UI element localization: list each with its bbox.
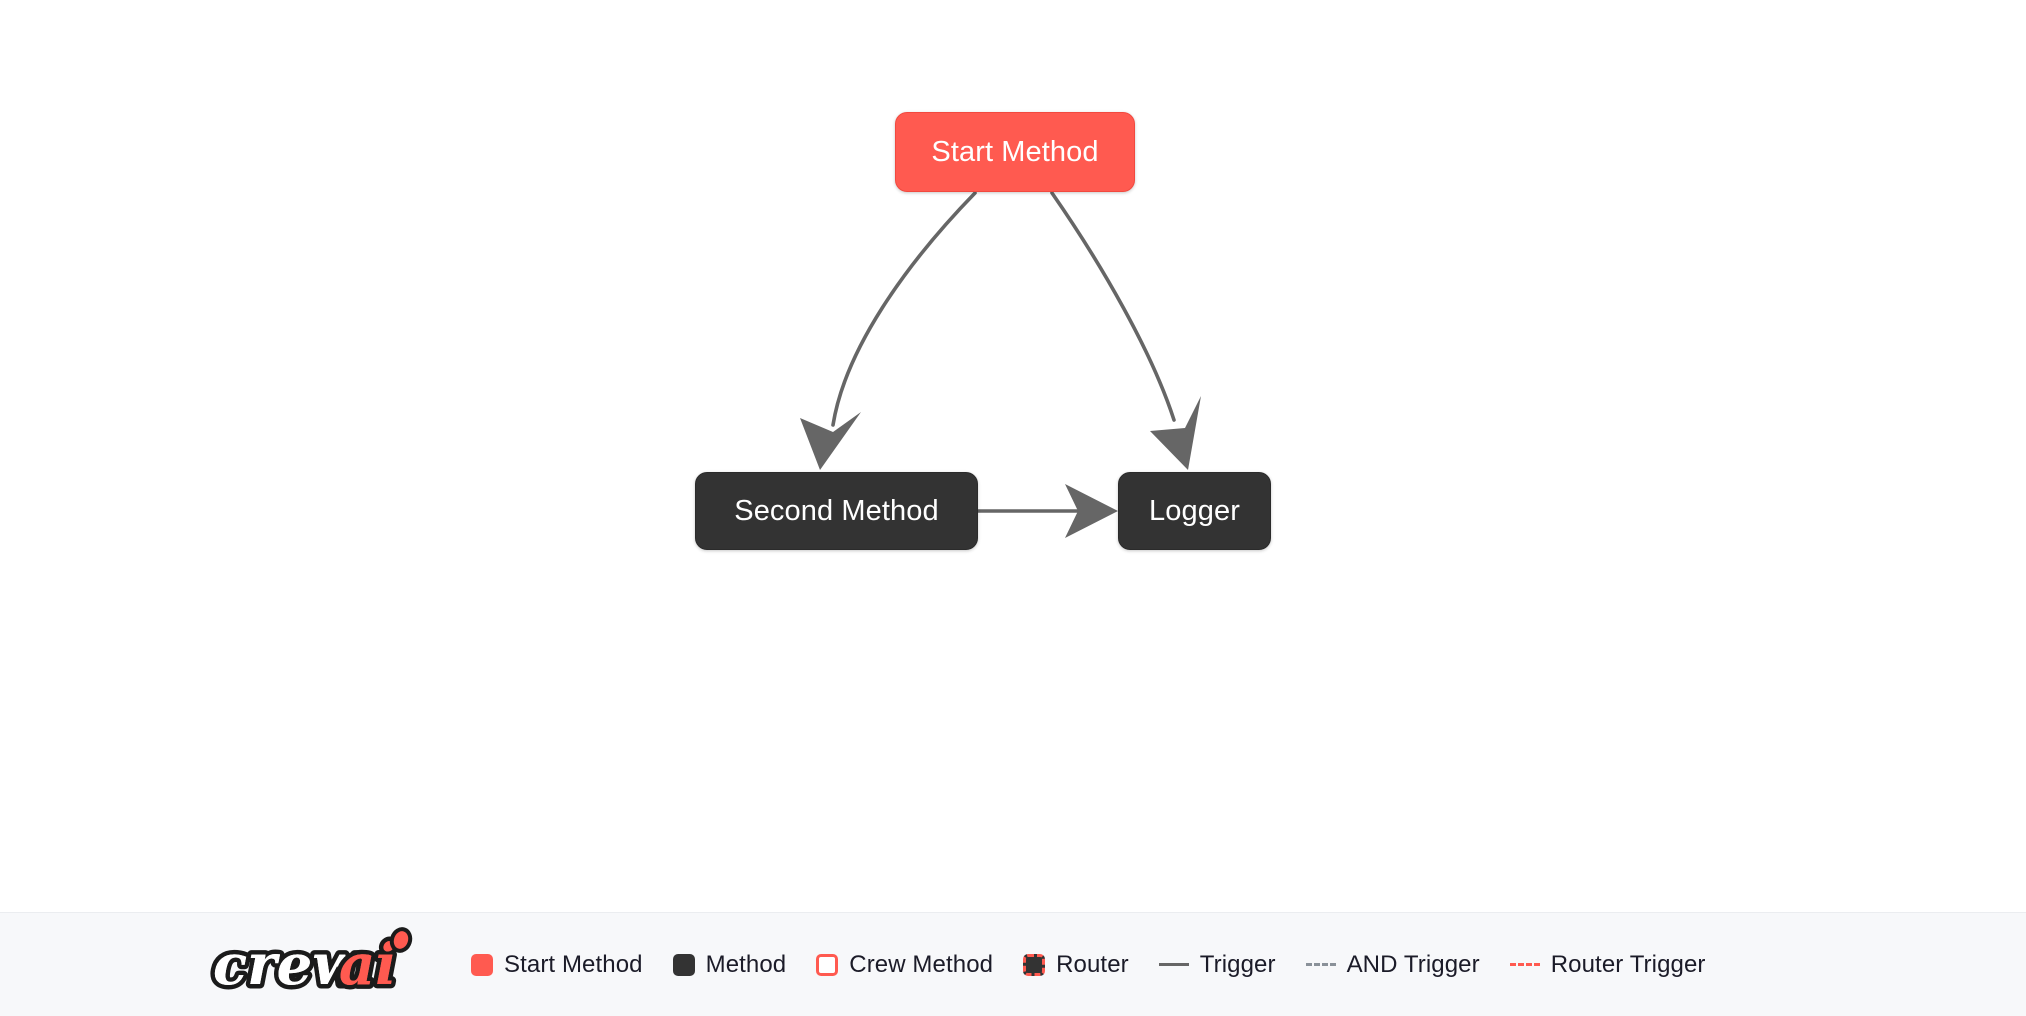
legend-item-trigger[interactable]: Trigger	[1158, 950, 1276, 979]
legend-label: Router	[1056, 950, 1129, 978]
legend-label: Start Method	[504, 950, 643, 978]
trigger-line-icon	[1158, 963, 1189, 966]
legend-item-router-trigger[interactable]: Router Trigger	[1509, 950, 1706, 979]
legend-item-crew-method[interactable]: Crew Method	[816, 951, 993, 979]
flow-node-start-method[interactable]: Start Method	[895, 112, 1135, 192]
router-trigger-line-icon	[1509, 963, 1540, 966]
svg-text:crew: crew	[213, 932, 362, 998]
flow-node-logger[interactable]: Logger	[1118, 472, 1271, 550]
crewai-logo: .wm { font-family: "DejaVu Serif", serif…	[205, 926, 435, 1004]
legend-label: Method	[705, 950, 787, 978]
legend-item-start-method[interactable]: Start Method	[471, 951, 643, 979]
legend-item-router[interactable]: Router	[1023, 951, 1129, 979]
router-swatch-icon	[1023, 953, 1046, 976]
edge-start-to-second	[800, 191, 977, 470]
legend-item-method[interactable]: Method	[672, 950, 787, 979]
crew-method-swatch-icon	[816, 953, 839, 976]
method-swatch-icon	[672, 953, 695, 976]
start-method-swatch-icon	[471, 953, 493, 976]
legend-item-and-trigger[interactable]: AND Trigger	[1305, 950, 1480, 979]
flow-node-second-method[interactable]: Second Method	[695, 472, 978, 550]
svg-text:ai: ai	[339, 932, 397, 998]
flow-node-label: Start Method	[931, 135, 1099, 168]
legend-label: Trigger	[1199, 950, 1276, 978]
legend-bar: .wm { font-family: "DejaVu Serif", serif…	[0, 912, 2026, 1016]
legend-label: Router Trigger	[1550, 950, 1706, 978]
edge-start-to-logger	[1050, 191, 1201, 470]
edge-second-to-logger	[978, 484, 1118, 538]
flow-graph-canvas[interactable]: Start Method Second Method Logger	[0, 0, 2026, 912]
crewai-wordmark-icon: .wm { font-family: "DejaVu Serif", serif…	[209, 926, 413, 1002]
and-trigger-line-icon	[1305, 963, 1336, 966]
flow-node-label: Second Method	[734, 494, 939, 527]
svg-text:crew: crew	[213, 932, 362, 998]
legend-items: Start Method Method Crew Method Router T…	[471, 951, 1736, 979]
flow-node-label: Logger	[1149, 494, 1240, 527]
legend-label: Crew Method	[849, 950, 994, 978]
legend-label: AND Trigger	[1346, 950, 1480, 978]
